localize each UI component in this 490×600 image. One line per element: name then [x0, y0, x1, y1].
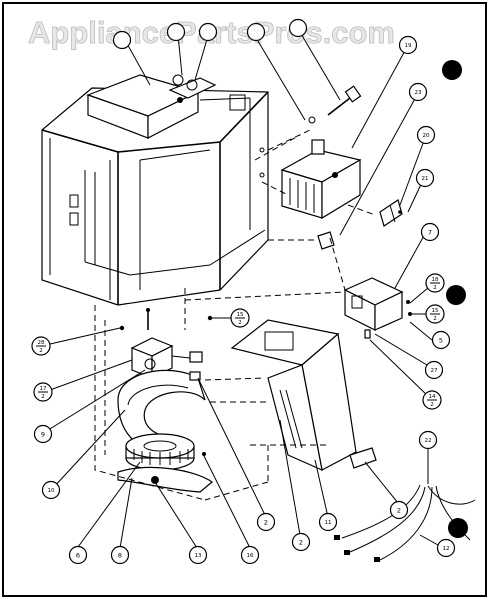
callout-blank-5 — [288, 18, 308, 38]
svg-text:2: 2 — [397, 507, 401, 515]
svg-text:2: 2 — [299, 539, 303, 547]
watermark-text: AppliancePartsPros.com — [28, 15, 395, 50]
svg-text:15: 15 — [432, 308, 439, 314]
wire-harness — [334, 484, 476, 562]
svg-text:27: 27 — [431, 368, 438, 374]
callout-7: 7 — [420, 222, 440, 242]
callout-10: 10 — [41, 480, 61, 500]
callout-8: 8 — [110, 545, 130, 565]
callout-23: 23 — [408, 82, 428, 102]
svg-text:7: 7 — [428, 229, 432, 237]
svg-text:2: 2 — [41, 394, 45, 400]
svg-text:2: 2 — [39, 348, 43, 354]
thermal-probe — [308, 85, 362, 124]
callout-15-over-2-b: 15 2 — [425, 304, 445, 324]
callout-19: 19 — [398, 35, 418, 55]
callout-blank-4 — [246, 22, 266, 42]
svg-text:23: 23 — [415, 90, 422, 96]
callout-2-a: 2 — [256, 512, 276, 532]
magnetron — [280, 139, 362, 250]
callout-2-c: 2 — [389, 500, 409, 520]
svg-text:13: 13 — [195, 553, 202, 559]
svg-text:16: 16 — [247, 553, 254, 559]
leader-lines — [44, 31, 439, 549]
svg-text:20: 20 — [423, 133, 430, 139]
callout-5: 5 — [431, 330, 451, 350]
svg-text:12: 12 — [443, 546, 450, 552]
svg-text:18: 18 — [432, 277, 439, 283]
control-box — [86, 74, 217, 139]
svg-text:8: 8 — [118, 552, 122, 560]
svg-text:21: 21 — [422, 176, 429, 182]
callout-11: 11 — [318, 512, 338, 532]
callout-22: 22 — [418, 430, 438, 450]
switch-bracket — [379, 199, 403, 227]
callout-blank-3 — [198, 22, 218, 42]
callout-blank-1 — [112, 30, 132, 50]
hardware-screws — [119, 308, 213, 456]
callout-6: 6 — [68, 545, 88, 565]
callout-blank-2 — [166, 22, 186, 42]
callout-20: 20 — [416, 125, 436, 145]
callout-15-over-2-a: 15 2 — [230, 308, 250, 328]
registration-mark-middle — [446, 285, 466, 305]
callout-12: 12 — [436, 538, 456, 558]
svg-text:14: 14 — [429, 394, 436, 400]
assembly-dashed-lines — [94, 129, 376, 501]
svg-text:28: 28 — [38, 340, 45, 346]
chassis-frame — [41, 87, 269, 306]
svg-text:2: 2 — [433, 316, 437, 322]
svg-text:5: 5 — [439, 337, 443, 345]
fan-base-plate — [117, 466, 213, 493]
svg-text:19: 19 — [405, 43, 412, 49]
callout-2-b: 2 — [291, 532, 311, 552]
relay-board — [343, 277, 412, 339]
svg-text:2: 2 — [430, 402, 434, 408]
callout-18-over-2: 18 2 — [425, 273, 445, 293]
air-duct — [230, 319, 377, 472]
svg-text:2: 2 — [238, 320, 242, 326]
callout-21: 21 — [415, 168, 435, 188]
svg-text:22: 22 — [425, 438, 432, 444]
svg-text:2: 2 — [264, 519, 268, 527]
callout-27: 27 — [424, 360, 444, 380]
blower-wheel — [125, 433, 195, 471]
svg-text:2: 2 — [433, 285, 437, 291]
callout-28-over-2: 28 2 — [31, 336, 51, 356]
svg-text:17: 17 — [40, 386, 47, 392]
callout-17-over-2: 17 2 — [33, 382, 53, 402]
svg-text:11: 11 — [325, 520, 332, 526]
callout-16: 16 — [240, 545, 260, 565]
svg-text:6: 6 — [76, 552, 80, 560]
registration-mark-top — [442, 60, 462, 80]
svg-text:10: 10 — [48, 488, 55, 494]
svg-text:15: 15 — [237, 312, 244, 318]
svg-text:9: 9 — [41, 431, 45, 439]
callout-14-over-2: 14 2 — [422, 390, 442, 410]
callout-13: 13 — [188, 545, 208, 565]
callout-9: 9 — [33, 424, 53, 444]
